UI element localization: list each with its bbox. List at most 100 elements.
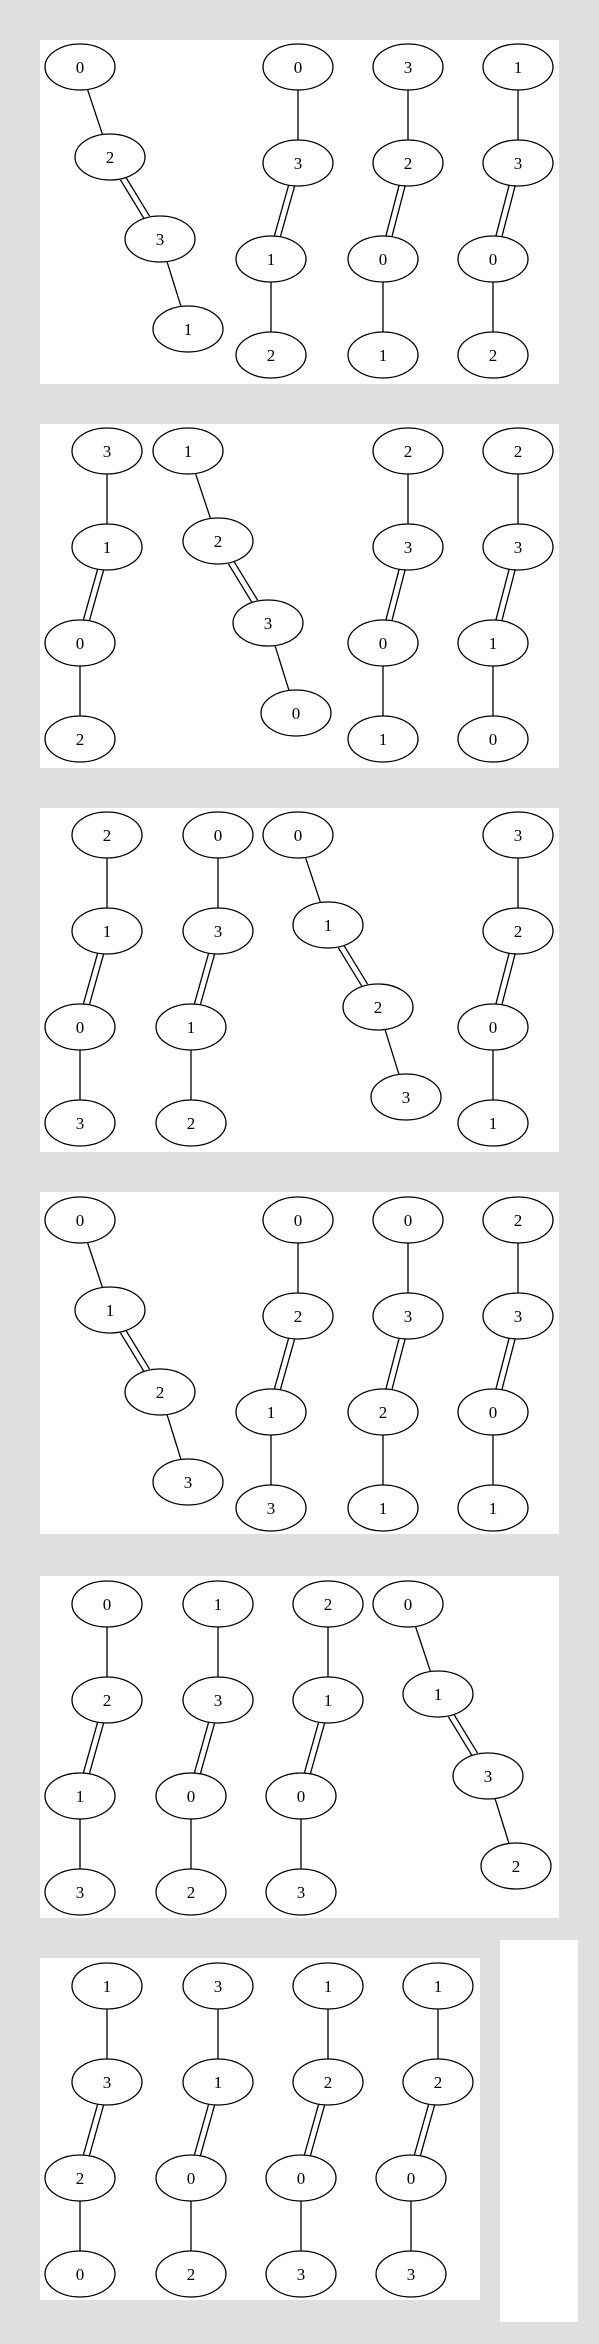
node-label: 1 <box>379 346 388 365</box>
node-label: 3 <box>156 230 165 249</box>
node <box>482 1196 554 1244</box>
node <box>262 139 334 187</box>
node <box>482 1292 554 1340</box>
bond-double <box>119 179 145 220</box>
node-label: 2 <box>404 154 413 173</box>
bond-double <box>495 952 510 1004</box>
bond-double <box>391 186 406 238</box>
node-label: 1 <box>267 1403 276 1422</box>
node-label: 2 <box>324 2073 333 2092</box>
bond-double <box>82 1721 99 1773</box>
node <box>182 1962 254 2010</box>
node-label: 0 <box>187 2169 196 2188</box>
node <box>44 715 116 763</box>
node <box>124 215 196 263</box>
node <box>182 2058 254 2106</box>
node-label: 3 <box>514 154 523 173</box>
bond-double <box>495 184 510 236</box>
bond-single <box>274 645 290 691</box>
bond-double <box>391 1339 406 1391</box>
node <box>347 1388 419 1436</box>
bond-double <box>199 954 216 1006</box>
bond-double <box>193 952 210 1004</box>
bond-double <box>82 952 99 1004</box>
node <box>457 1484 529 1532</box>
bond-double <box>385 568 400 620</box>
bond-double <box>309 1723 326 1775</box>
node <box>292 1580 364 1628</box>
node-label: 1 <box>379 1499 388 1518</box>
bond-single <box>86 1242 104 1288</box>
node <box>235 235 307 283</box>
node-label: 2 <box>214 532 223 551</box>
node <box>372 427 444 475</box>
bond-double <box>343 944 369 985</box>
node-label: 3 <box>297 1883 306 1902</box>
node-label: 0 <box>187 1787 196 1806</box>
bond-double <box>501 186 516 238</box>
node <box>375 2154 447 2202</box>
node <box>372 1292 444 1340</box>
bond-double <box>125 176 151 217</box>
bond-single <box>166 261 182 307</box>
node-label: 1 <box>76 1787 85 1806</box>
node-label: 3 <box>76 1883 85 1902</box>
node-label: 2 <box>379 1403 388 1422</box>
node-label: 2 <box>76 730 85 749</box>
node-label: 1 <box>103 922 112 941</box>
bond-double <box>82 568 99 620</box>
node <box>44 619 116 667</box>
node <box>182 907 254 955</box>
node-label: 2 <box>324 1595 333 1614</box>
node-label: 2 <box>267 346 276 365</box>
node <box>71 427 143 475</box>
node <box>71 907 143 955</box>
node-label: 3 <box>76 1114 85 1133</box>
node <box>44 2250 116 2298</box>
node-label: 0 <box>404 1211 413 1230</box>
node-label: 1 <box>379 730 388 749</box>
node <box>262 1196 334 1244</box>
node <box>372 139 444 187</box>
node-label: 0 <box>379 250 388 269</box>
node <box>44 1099 116 1147</box>
node-label: 1 <box>489 1499 498 1518</box>
node <box>44 2154 116 2202</box>
node <box>347 619 419 667</box>
bond-double <box>273 184 290 236</box>
node <box>482 523 554 571</box>
bond-double <box>413 2103 430 2155</box>
node-label: 2 <box>514 442 523 461</box>
node <box>292 1962 364 2010</box>
node <box>155 2154 227 2202</box>
node-label: 3 <box>514 826 523 845</box>
node-label: 1 <box>324 1977 333 1996</box>
node-label: 2 <box>514 922 523 941</box>
node-label: 0 <box>379 634 388 653</box>
bond-double <box>227 563 253 604</box>
bond-double <box>419 2105 436 2157</box>
bond-single <box>494 1798 510 1844</box>
node <box>232 599 304 647</box>
node <box>375 2250 447 2298</box>
node <box>292 1676 364 1724</box>
node-label: 0 <box>76 634 85 653</box>
panel <box>500 1940 578 2322</box>
bond-double <box>303 2103 320 2155</box>
node-label: 1 <box>106 1301 115 1320</box>
node <box>482 811 554 859</box>
node <box>347 1484 419 1532</box>
